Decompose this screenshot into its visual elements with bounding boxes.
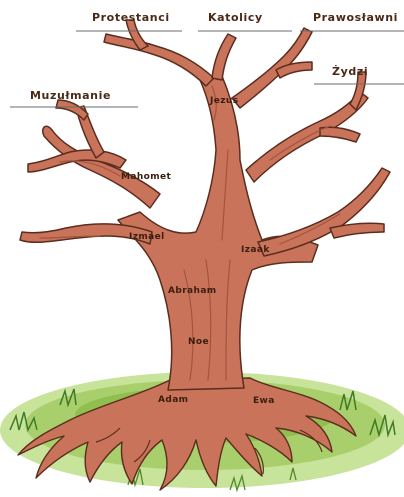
label-protestanci: Protestanci xyxy=(92,12,170,23)
label-izaak: Izaak xyxy=(241,246,270,255)
label-mahomet: Mahomet xyxy=(121,173,171,182)
label-ewa: Ewa xyxy=(253,397,275,406)
label-katolicy: Katolicy xyxy=(208,12,263,23)
label-abraham: Abraham xyxy=(168,287,217,296)
label-adam: Adam xyxy=(158,396,188,405)
label-zydzi: Żydzi xyxy=(332,66,368,77)
label-prawoslawni: Prawosławni xyxy=(313,12,398,23)
label-jezus: Jezus xyxy=(210,97,238,106)
label-izmael: Izmael xyxy=(129,233,165,242)
label-muzulmanie: Muzułmanie xyxy=(30,90,111,101)
label-noe: Noe xyxy=(188,338,209,347)
